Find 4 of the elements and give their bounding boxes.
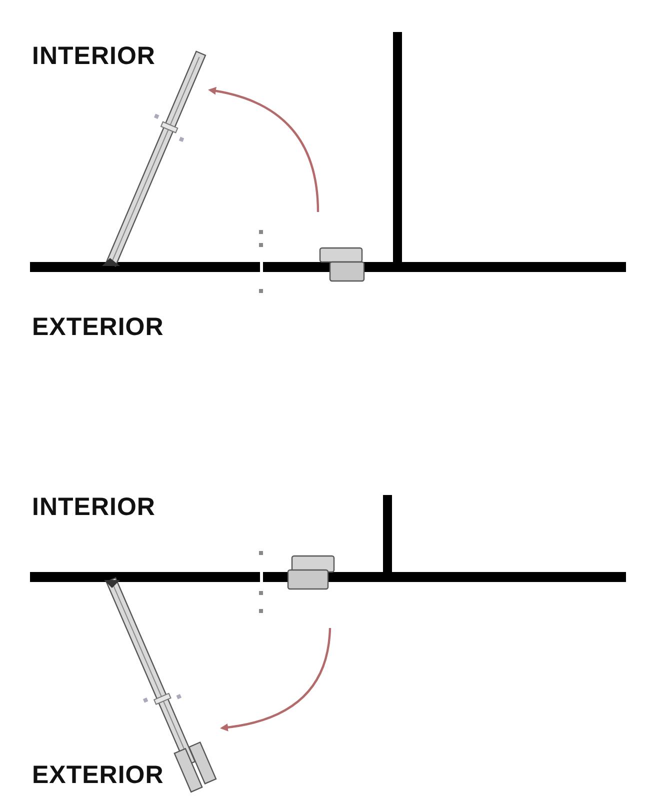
area-label: INTERIOR xyxy=(32,42,156,70)
area-label: EXTERIOR xyxy=(32,313,164,341)
area-label: EXTERIOR xyxy=(32,761,164,789)
area-label: INTERIOR xyxy=(32,493,156,521)
